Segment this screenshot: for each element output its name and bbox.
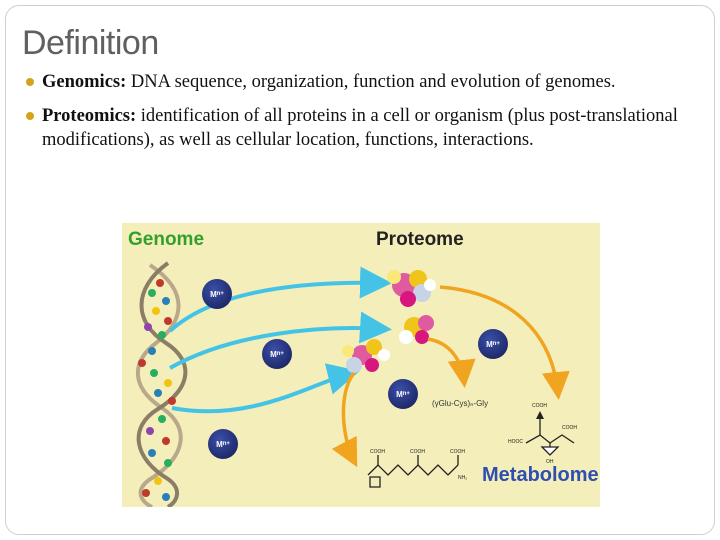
bullet-term: Proteomics: [42,106,137,126]
cooh-label: COOH [562,425,577,431]
metabolome-label: Metabolome [482,464,599,486]
slide: Definition Genomics: DNA sequence, organ… [5,5,715,535]
bullet-text: DNA sequence, organization, function and… [126,72,616,92]
bullet-genomics: Genomics: DNA sequence, organization, fu… [24,70,704,94]
cooh-label: COOH [410,449,425,455]
hooc-label: HOOC [508,439,523,445]
protein-icon [387,270,436,307]
protein-icon [399,315,434,344]
dna-helix-icon [136,261,188,507]
proteome-label: Proteome [376,229,464,250]
cooh-label: COOH [532,403,547,409]
oh-label: OH [546,459,554,465]
bullet-text: identification of all proteins in a cell… [42,106,678,150]
protein-icon [342,339,390,373]
nh2-label: NH₂ [458,475,468,481]
bullet-dot-icon [26,78,34,86]
bullet-term: Genomics: [42,72,127,92]
slide-title: Definition [22,24,159,62]
cooh-label: COOH [370,449,385,455]
citrate-structure-icon [525,419,575,456]
bullet-list: Genomics: DNA sequence, organization, fu… [24,70,704,162]
genome-label: Genome [128,229,205,250]
metabolite-structure-icon [367,455,459,488]
omics-diagram [136,261,575,507]
bullet-dot-icon [26,112,34,120]
cooh-label: COOH [450,449,465,455]
bullet-proteomics: Proteomics: identification of all protei… [24,104,704,152]
glutathione-label: (γGlu-Cys)ₙ-Gly [432,399,489,408]
